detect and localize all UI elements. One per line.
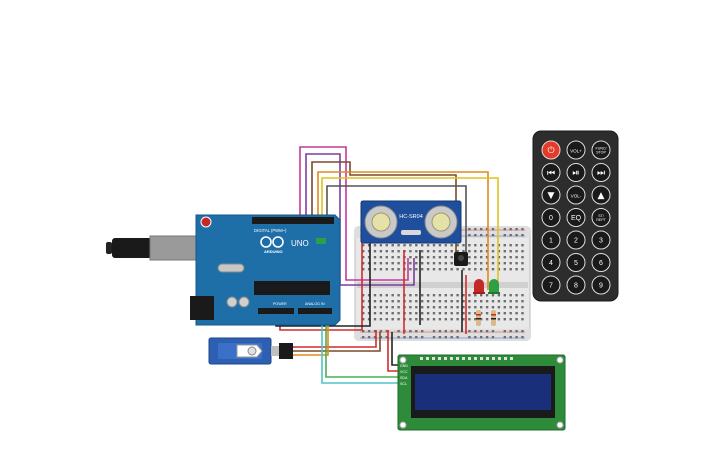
remote-digit-button-7[interactable]: 7 <box>541 275 561 295</box>
on-led <box>316 238 326 244</box>
remote-down-button[interactable]: ▼ <box>541 185 561 205</box>
analog-header <box>298 308 332 314</box>
remote-button-label: VOL+ <box>570 149 582 154</box>
remote-button-label: 1 <box>549 238 553 245</box>
remote-digit-button-6[interactable]: 6 <box>591 253 611 272</box>
remote-next-button[interactable]: ⏭ <box>591 163 611 182</box>
remote-digit-button-9[interactable]: 9 <box>591 275 611 295</box>
sensor-crystal <box>401 230 421 235</box>
remote-button-label: STOP <box>596 151 606 155</box>
board-model: UNO <box>291 239 309 248</box>
remote-button-label: 8 <box>574 283 578 290</box>
reset-button <box>200 216 212 228</box>
remote-digit-button-5[interactable]: 5 <box>566 253 586 272</box>
arduino-uno[interactable]: DIGITAL (PWM~) UNO ARDUINO POWER ANALOG … <box>106 214 341 326</box>
dc-jack <box>190 296 214 320</box>
lcd-pin-vcc: VCC <box>400 370 408 374</box>
usb-connector <box>149 235 199 261</box>
power-header-label: POWER <box>273 302 287 306</box>
lcd-display[interactable]: GND VCC SDA SCL <box>397 354 566 431</box>
remote-glyph-icon: ⏻ <box>547 145 554 156</box>
wire-servo-power <box>292 330 377 348</box>
remote-glyph-icon: ⏮ <box>547 169 555 179</box>
remote-func-stop-button[interactable]: FUNC/STOP <box>591 140 611 160</box>
remote-button-label: 9 <box>599 283 603 290</box>
lcd-pin-gnd: GND <box>400 364 408 368</box>
servo-motor[interactable] <box>208 337 293 365</box>
wire-sda <box>325 306 398 378</box>
wire-brown <box>311 161 457 258</box>
hc-sr04-sensor[interactable]: HC-SR04 <box>360 200 462 244</box>
remote-button-label: 0 <box>549 215 553 222</box>
remote-button-label: REPT <box>596 218 606 222</box>
lcd-pin-sda: SDA <box>400 376 408 380</box>
wire-magenta <box>299 146 409 281</box>
remote-glyph-icon: ▲ <box>598 191 605 201</box>
wire-orange <box>317 171 489 290</box>
capacitor-1 <box>226 296 238 308</box>
remote-button-grid: ⏻ VOL+ FUNC/STOP ⏮ ⏯ ⏭ ▼ VOL- ▲ 0 EQ ST/REPT 1 2 3 4 5 6 7… <box>541 140 611 295</box>
remote-button-label: 5 <box>574 260 578 267</box>
servo-connector <box>279 343 293 359</box>
wire-dark <box>326 185 467 252</box>
power-header <box>258 308 294 314</box>
wire-yellow <box>321 177 499 290</box>
remote-button-label: 2 <box>574 238 578 245</box>
wire-lcd-gnd <box>391 332 398 366</box>
digital-header <box>252 217 334 224</box>
ir-receiver[interactable] <box>454 252 468 266</box>
sensor-model: HC-SR04 <box>399 214 423 220</box>
remote-button-label: EQ <box>571 215 582 222</box>
remote-button-label: VOL- <box>571 194 582 199</box>
capacitor-2 <box>238 296 250 308</box>
remote-eq-button[interactable]: EQ <box>566 208 586 227</box>
remote-digit-button-4[interactable]: 4 <box>541 253 561 272</box>
resistor-1 <box>476 310 481 326</box>
remote-button-label: 7 <box>549 283 553 290</box>
remote-prev-button[interactable]: ⏮ <box>541 163 561 182</box>
remote-button-label: 6 <box>599 260 603 267</box>
wire-lcd-vcc <box>387 330 398 372</box>
remote-button-label: FUNC/ <box>596 147 607 151</box>
remote-digit-button-3[interactable]: 3 <box>591 230 611 250</box>
ir-remote[interactable]: ⏻ VOL+ FUNC/STOP ⏮ ⏯ ⏭ ▼ VOL- ▲ 0 EQ ST/REPT 1 2 3 4 5 6 7… <box>532 130 619 302</box>
lcd-header-pins <box>420 357 513 360</box>
usb-cable <box>112 238 152 258</box>
atmega-chip <box>254 281 330 295</box>
remote-digit-button-0[interactable]: 0 <box>541 208 561 227</box>
remote-power-button[interactable]: ⏻ <box>541 140 561 160</box>
remote-st-rept-button[interactable]: ST/REPT <box>591 208 611 227</box>
remote-digit-button-8[interactable]: 8 <box>566 275 586 295</box>
lcd-screen <box>415 374 551 410</box>
remote-button-label: 4 <box>549 260 553 267</box>
arduino-logo-icon <box>260 236 284 248</box>
remote-play-pause-button[interactable]: ⏯ <box>566 163 586 182</box>
led-green[interactable] <box>488 279 500 294</box>
remote-glyph-icon: ▼ <box>548 191 555 201</box>
usb-plug-tip <box>106 242 112 254</box>
resistor-2 <box>491 310 496 326</box>
remote-glyph-icon: ⏯ <box>572 169 579 179</box>
analog-header-label: ANALOG IN <box>305 302 325 306</box>
board-brand: ARDUINO <box>264 249 283 254</box>
remote-digit-button-2[interactable]: 2 <box>566 230 586 250</box>
breadboard[interactable] <box>354 226 531 341</box>
lcd-pin-scl: SCL <box>400 382 407 386</box>
remote-button-label: 3 <box>599 238 603 245</box>
remote-digit-button-1[interactable]: 1 <box>541 230 561 250</box>
crystal <box>217 263 245 273</box>
remote-vol-down-button[interactable]: VOL- <box>566 185 586 205</box>
led-red[interactable] <box>473 279 485 294</box>
remote-vol-up-button[interactable]: VOL+ <box>566 140 586 160</box>
remote-glyph-icon: ⏭ <box>597 169 605 179</box>
digital-header-label: DIGITAL (PWM~) <box>254 228 287 233</box>
remote-button-label: ST/ <box>598 214 604 218</box>
wire-scl <box>321 306 398 384</box>
remote-up-button[interactable]: ▲ <box>591 185 611 205</box>
